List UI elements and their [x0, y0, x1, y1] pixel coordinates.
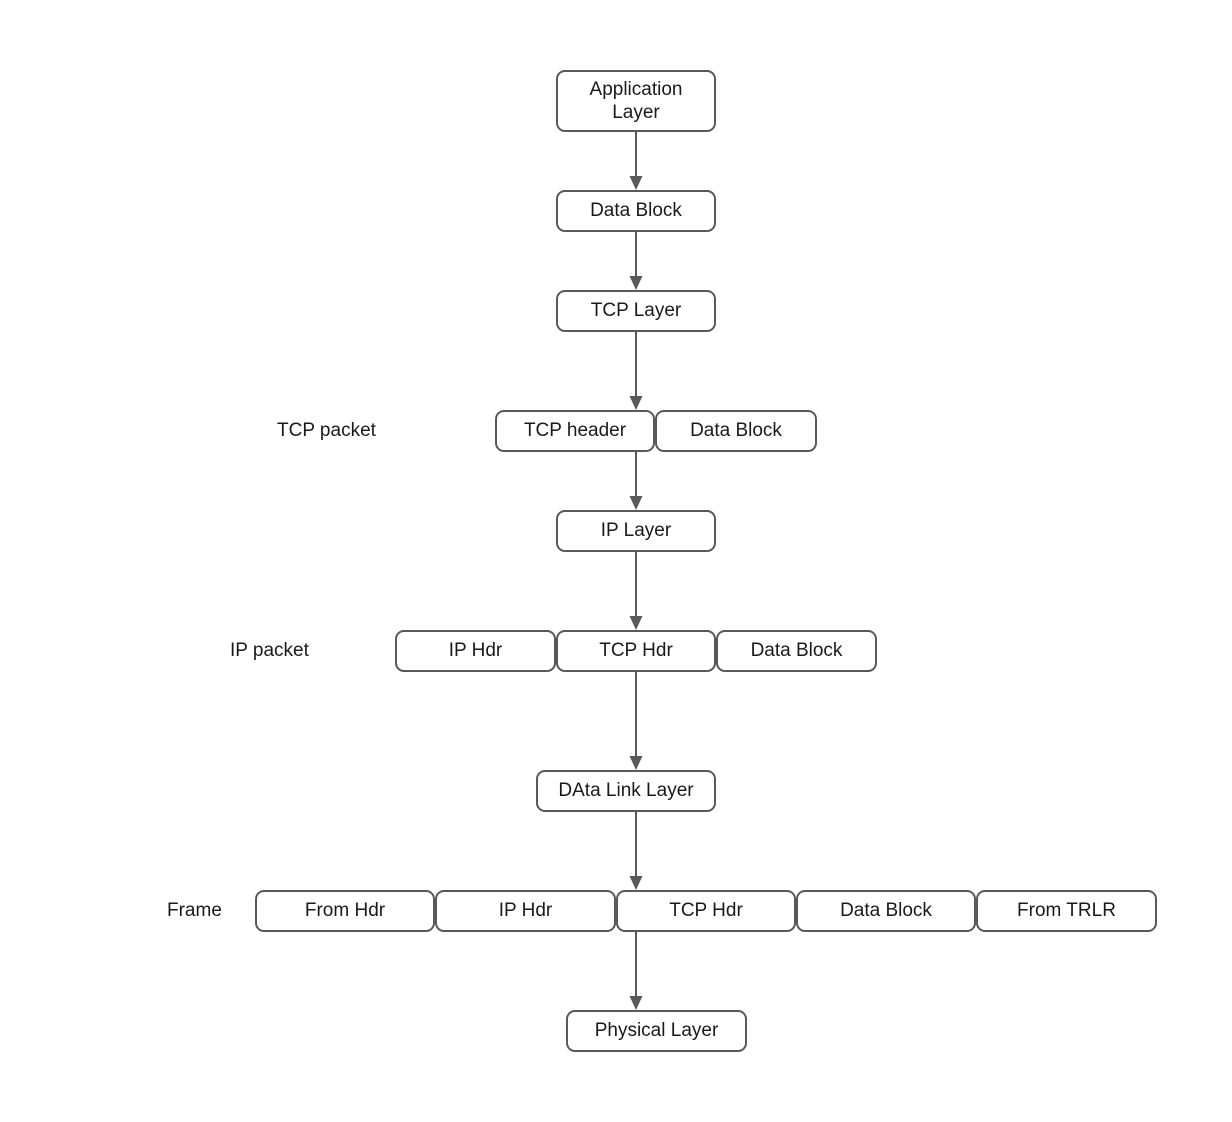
stack-node: Data Block: [556, 190, 716, 232]
packet-segment: Data Block: [716, 630, 877, 672]
tcp-packet-to-ip-layer-arrowhead: [629, 496, 643, 510]
stack-node: Physical Layer: [566, 1010, 747, 1052]
stack-node: Application Layer: [556, 70, 716, 132]
packet-segment: IP Hdr: [435, 890, 616, 932]
data-link-layer-to-frame-arrowhead: [629, 876, 643, 890]
packet-segment: Data Block: [796, 890, 976, 932]
packet-segment: TCP header: [495, 410, 655, 452]
packet-row-label: Frame: [167, 900, 222, 921]
application-layer-to-data-block-arrowhead: [629, 176, 643, 190]
packet-row-label: TCP packet: [277, 420, 376, 441]
packet-segment: TCP Hdr: [556, 630, 716, 672]
packet-segment: From TRLR: [976, 890, 1157, 932]
packet-segment: From Hdr: [255, 890, 435, 932]
ip-packet-to-data-link-layer-arrowhead: [629, 756, 643, 770]
packet-segment: IP Hdr: [395, 630, 556, 672]
ip-layer-to-ip-packet-arrowhead: [629, 616, 643, 630]
tcp-layer-to-tcp-packet-arrowhead: [629, 396, 643, 410]
stack-node: DAta Link Layer: [536, 770, 716, 812]
data-block-to-tcp-layer-arrowhead: [629, 276, 643, 290]
stack-node: TCP Layer: [556, 290, 716, 332]
frame-to-physical-layer-arrowhead: [629, 996, 643, 1010]
packet-segment: Data Block: [655, 410, 817, 452]
packet-row-label: IP packet: [230, 640, 309, 661]
packet-segment: TCP Hdr: [616, 890, 796, 932]
stack-node: IP Layer: [556, 510, 716, 552]
